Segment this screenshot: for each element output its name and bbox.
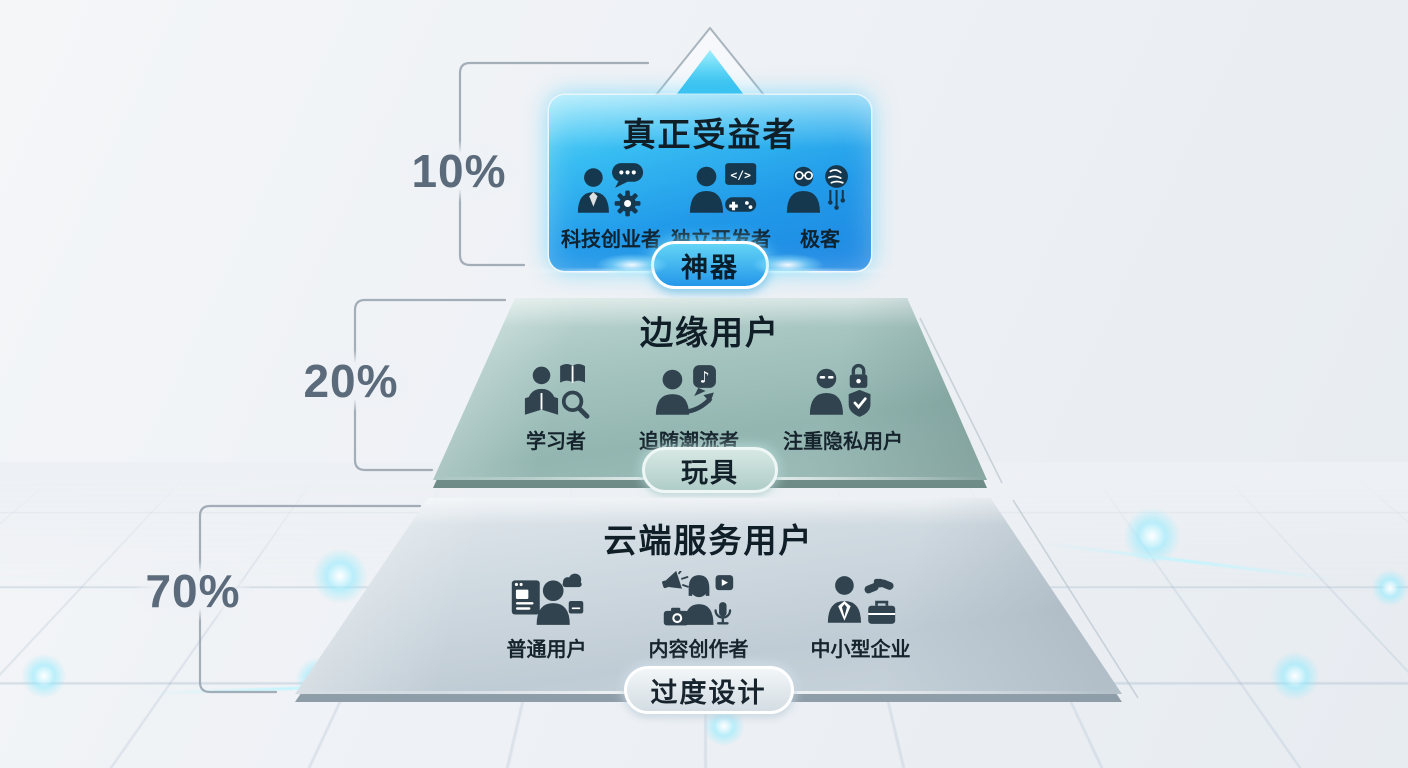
tech-entrepreneur-icon (572, 161, 650, 219)
badge-text: 过度设计 (650, 677, 767, 708)
svg-text:♪: ♪ (700, 369, 710, 387)
geek-icon (781, 161, 859, 219)
tier-bottom-title: 云端服务用户 (603, 522, 814, 559)
percent-label-bottom: 70% (131, 560, 255, 622)
group-label: 内容创作者 (648, 639, 749, 661)
badge-text: 玩具 (681, 457, 739, 488)
group-label: 普通用户 (506, 639, 587, 661)
percent-label-top: 10% (397, 140, 521, 202)
group-label: 学习者 (526, 431, 586, 453)
indie-developer-icon: </> (682, 161, 760, 219)
user-group: 注重隐私用户 (783, 363, 903, 454)
tier-top-badge: 神器 (584, 241, 836, 289)
percent-label-middle: 20% (289, 350, 413, 412)
group-label: 注重隐私用户 (783, 431, 903, 453)
group-label: 极客 (800, 229, 840, 251)
tier-top-title: 真正受益者 (622, 116, 798, 153)
flare-icon (740, 250, 836, 280)
tier-bottom-badge: 过度设计 (623, 666, 794, 714)
privacy-user-icon (804, 363, 882, 421)
glow-spark (1271, 652, 1319, 700)
svg-text:</>: </> (730, 168, 751, 182)
user-group: 科技创业者 (561, 161, 661, 252)
tier-middle: 边缘用户 学习者 ♪ 追随潮流者 注重隐私用户 玩具 (433, 298, 987, 493)
user-group: 内容创作者 (649, 571, 749, 662)
learner-icon (517, 363, 595, 421)
content-creator-icon (660, 571, 738, 629)
apex-triangle-icon (655, 27, 765, 96)
glow-spark (22, 654, 66, 698)
group-label: 中小型企业 (810, 639, 911, 661)
tier-top: 真正受益者 科技创业者 </> 独立开发者 极客 神器 (549, 95, 871, 289)
tier-bottom: 云端服务用户 普通用户 内容创作者 中小型企业 过度设计 (295, 498, 1122, 714)
badge-text: 神器 (681, 252, 739, 283)
user-group: 普通用户 (507, 571, 587, 662)
flare-icon (584, 250, 680, 280)
tier-middle-badge: 玩具 (642, 447, 778, 493)
trend-follower-icon: ♪ (650, 363, 728, 421)
group-label: 科技创业者 (561, 229, 661, 251)
glow-spark (1372, 570, 1408, 606)
ordinary-user-icon (508, 571, 586, 629)
tier-middle-title: 边缘用户 (640, 314, 780, 351)
user-group: ♪ 追随潮流者 (639, 363, 739, 454)
user-group: 中小型企业 (811, 571, 911, 662)
user-group: 学习者 (517, 363, 595, 454)
user-group: 极客 (781, 161, 859, 252)
tier-bottom-shape (295, 498, 1122, 694)
user-group: </> 独立开发者 (671, 161, 771, 252)
sme-business-icon (822, 571, 900, 629)
